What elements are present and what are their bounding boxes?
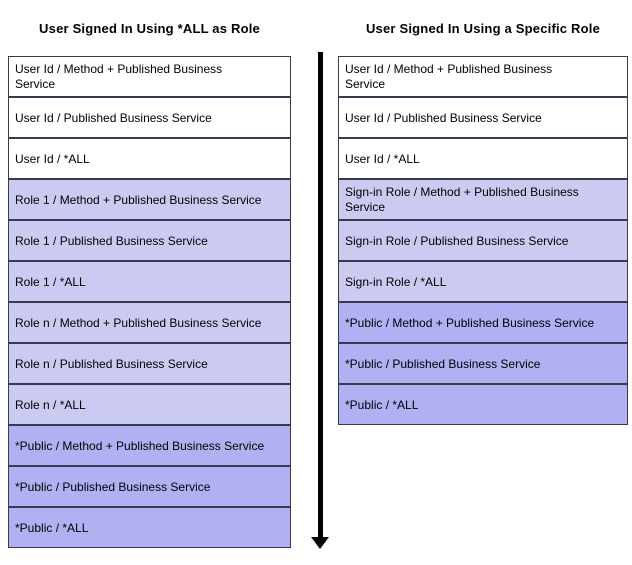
down-arrow xyxy=(311,52,331,549)
diagram-box: *Public / Published Business Service xyxy=(338,343,628,384)
diagram-box: Role 1 / *ALL xyxy=(8,261,291,302)
diagram-box: User Id / Method + Published Business Se… xyxy=(8,56,291,97)
arrow-shaft xyxy=(318,52,323,537)
diagram-box: Sign-in Role / Published Business Servic… xyxy=(338,220,628,261)
diagram-box: User Id / *ALL xyxy=(8,138,291,179)
diagram-box: *Public / Published Business Service xyxy=(8,466,291,507)
diagram-box: Role n / *ALL xyxy=(8,384,291,425)
diagram-box: *Public / Method + Published Business Se… xyxy=(8,425,291,466)
column-specific-role: User Signed In Using a Specific Role Use… xyxy=(338,0,628,425)
diagram-box: Sign-in Role / *ALL xyxy=(338,261,628,302)
diagram-box: User Id / Published Business Service xyxy=(338,97,628,138)
arrow-head-icon xyxy=(311,537,329,549)
row-list: User Id / Method + Published Business Se… xyxy=(338,56,628,425)
diagram-box: *Public / *ALL xyxy=(338,384,628,425)
row-list: User Id / Method + Published Business Se… xyxy=(8,56,291,548)
diagram-box: Role 1 / Method + Published Business Ser… xyxy=(8,179,291,220)
diagram-box: Sign-in Role / Method + Published Busine… xyxy=(338,179,628,220)
diagram-box: User Id / Published Business Service xyxy=(8,97,291,138)
diagram-box: User Id / *ALL xyxy=(338,138,628,179)
diagram-box: Role 1 / Published Business Service xyxy=(8,220,291,261)
column-title: User Signed In Using *ALL as Role xyxy=(39,20,260,36)
column-all-as-role: User Signed In Using *ALL as Role User I… xyxy=(8,0,291,548)
diagram-box: *Public / Method + Published Business Se… xyxy=(338,302,628,343)
diagram-box: Role n / Method + Published Business Ser… xyxy=(8,302,291,343)
diagram-box: User Id / Method + Published Business Se… xyxy=(338,56,628,97)
diagram-box: *Public / *ALL xyxy=(8,507,291,548)
diagram-box: Role n / Published Business Service xyxy=(8,343,291,384)
column-title: User Signed In Using a Specific Role xyxy=(365,20,601,36)
